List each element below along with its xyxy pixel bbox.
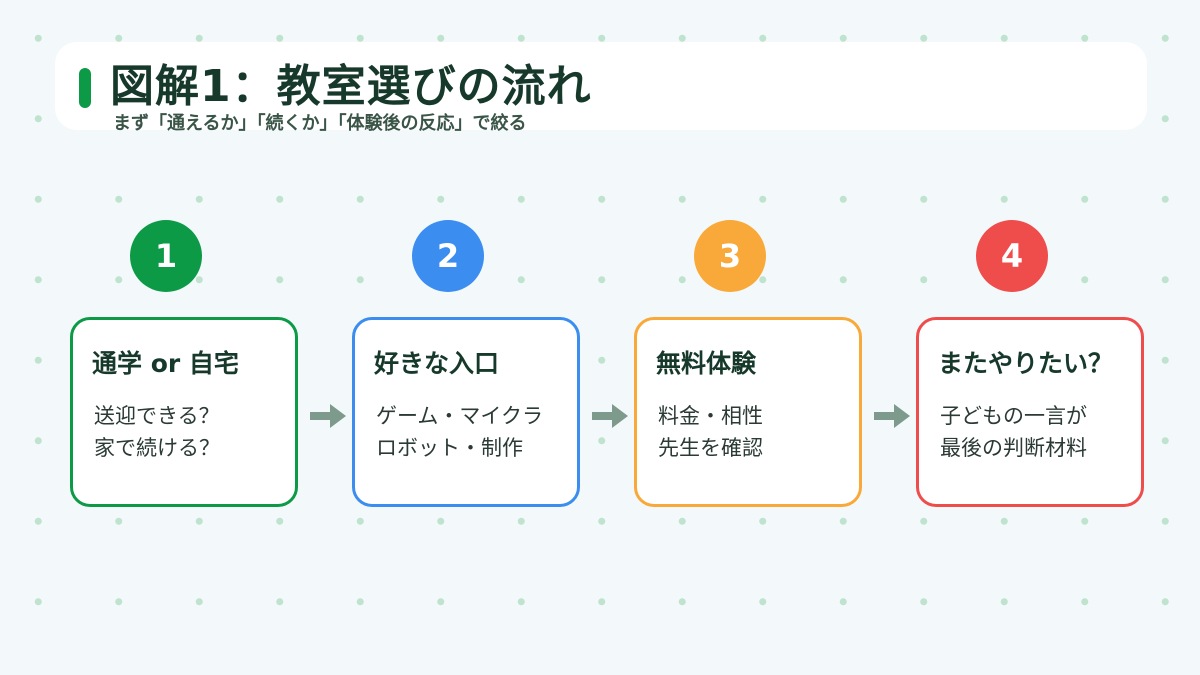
step-4-line-1: 子どもの一言が [940,404,1087,428]
step-3-line-2: 先生を確認 [658,436,763,460]
arrow-2-shaft [592,412,614,420]
step-2-badge: 2 [412,220,484,292]
arrow-3-shaft [874,412,896,420]
step-2-body: ゲーム・マイクラ ロボット・制作 [376,400,543,464]
arrow-3-head [894,404,910,428]
step-2-line-1: ゲーム・マイクラ [376,404,543,428]
step-3-number: 3 [718,237,742,275]
step-3-card: 無料体験 料金・相性 先生を確認 [634,317,862,507]
page-subtitle: まず「通えるか」「続くか」「体験後の反応」で絞る [113,113,527,134]
arrow-icon-2 [592,404,628,428]
step-1-body: 送迎できる？ 家で続ける？ [94,400,220,464]
arrow-icon-1 [310,404,346,428]
step-1-number: 1 [154,237,178,275]
arrow-1-head [330,404,346,428]
page-title: 図解1：教室選びの流れ [110,61,592,112]
arrow-2-head [612,404,628,428]
step-2-title: 好きな入口 [374,349,500,378]
step-1-line-1: 送迎できる？ [94,404,220,428]
step-1-badge: 1 [130,220,202,292]
step-3-line-1: 料金・相性 [658,404,763,428]
step-3-title: 無料体験 [656,349,757,378]
step-3-body: 料金・相性 先生を確認 [658,400,763,464]
step-2-number: 2 [436,237,460,275]
header-panel [55,42,1147,130]
step-1-card: 通学 or 自宅 送迎できる？ 家で続ける？ [70,317,298,507]
step-3-badge: 3 [694,220,766,292]
step-2-line-2: ロボット・制作 [376,436,523,460]
step-2-card: 好きな入口 ゲーム・マイクラ ロボット・制作 [352,317,580,507]
title-accent-bar [79,68,91,108]
step-1-title: 通学 or 自宅 [92,349,239,378]
step-4-title: またやりたい？ [938,349,1114,378]
step-4-number: 4 [1000,237,1024,275]
arrow-icon-3 [874,404,910,428]
arrow-1-shaft [310,412,332,420]
step-4-card: またやりたい？ 子どもの一言が 最後の判断材料 [916,317,1144,507]
step-4-badge: 4 [976,220,1048,292]
step-1-line-2: 家で続ける？ [94,436,220,460]
step-4-body: 子どもの一言が 最後の判断材料 [940,400,1087,464]
step-4-line-2: 最後の判断材料 [940,436,1087,460]
